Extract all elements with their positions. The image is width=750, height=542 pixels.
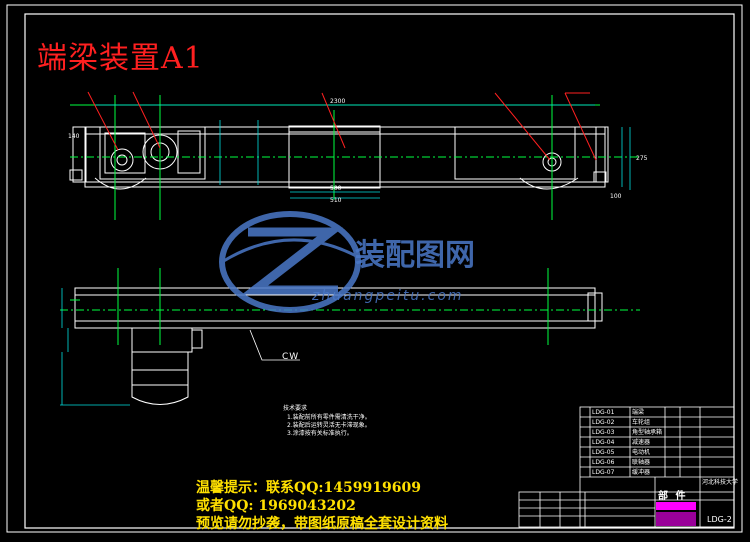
svg-text:LDG-01: LDG-01 <box>592 409 615 416</box>
svg-text:LDG-07: LDG-07 <box>592 469 615 476</box>
svg-text:LDG-04: LDG-04 <box>592 439 615 446</box>
watermark-en: zhuangpeitu.com <box>312 288 464 304</box>
dim-left-height: 140 <box>68 133 80 140</box>
drawing-title: 端梁装置A1 <box>37 41 204 76</box>
notice-line-1: 温馨提示：联系QQ:1459919609 <box>196 480 421 496</box>
svg-text:3.涂漆按有关标准执行。: 3.涂漆按有关标准执行。 <box>287 429 353 437</box>
svg-text:LDG-03: LDG-03 <box>592 429 615 436</box>
drawing-number: LDG-2 <box>707 515 732 524</box>
notice-line-2: 或者QQ: 1969043202 <box>196 498 356 514</box>
dimension-texts-top: 2300 500 510 275 140 100 <box>68 98 648 204</box>
svg-text:缓冲器: 缓冲器 <box>632 468 650 476</box>
svg-text:LDG-06: LDG-06 <box>592 459 615 466</box>
centerlines-top <box>70 95 640 220</box>
watermark-cn: 装配图网 <box>355 238 475 273</box>
end-cap-left <box>72 126 87 183</box>
dimensions-top <box>95 104 631 199</box>
svg-text:角型轴承箱: 角型轴承箱 <box>632 428 662 436</box>
wheel-hub-left <box>110 148 134 172</box>
title-block-fill <box>656 502 696 526</box>
leaders <box>87 91 597 161</box>
title-block <box>518 406 735 528</box>
svg-text:1.装配前所有零件需清洗干净。: 1.装配前所有零件需清洗干净。 <box>287 413 371 421</box>
svg-text:联轴器: 联轴器 <box>632 458 650 466</box>
part-label: 部 件 <box>658 491 688 502</box>
title-block-texts: LDG-01 端梁 LDG-02 车轮组 LDG-03 角型轴承箱 LDG-04 减速器… <box>592 408 738 486</box>
dim-inner-width: 500 <box>330 185 342 192</box>
svg-text:端梁: 端梁 <box>632 408 644 416</box>
svg-text:LDG-05: LDG-05 <box>592 449 615 456</box>
dim-inner-width-2: 510 <box>330 197 342 204</box>
dim-total-length: 2300 <box>330 98 345 105</box>
dimensions-front <box>60 288 130 406</box>
svg-text:2.装配后运转灵活无卡滞现象。: 2.装配后运转灵活无卡滞现象。 <box>287 421 371 429</box>
outer-frame <box>6 4 743 533</box>
direction-label: CW <box>282 352 300 362</box>
cw-leader <box>249 329 300 361</box>
notice-line-3: 预览请勿抄袭，带图纸原稿全套设计资料 <box>196 516 448 532</box>
top-view <box>69 125 609 190</box>
centerlines-front <box>60 268 640 345</box>
dim-bottom: 100 <box>610 193 622 200</box>
svg-text:LDG-02: LDG-02 <box>592 419 615 426</box>
motor-reducer <box>131 327 193 353</box>
dim-height-right: 275 <box>636 155 648 162</box>
right-box <box>454 126 576 180</box>
svg-text:电动机: 电动机 <box>632 448 650 456</box>
school-name: 河北科技大学 <box>702 478 738 486</box>
tech-notes: 技术要求 1.装配前所有零件需清洗干净。 2.装配后运转灵活无卡滞现象。 3.涂… <box>283 404 371 437</box>
inner-frame <box>24 13 735 529</box>
svg-text:减速器: 减速器 <box>632 438 650 446</box>
watermark-logo <box>219 211 361 313</box>
drive-box <box>99 126 206 180</box>
front-view <box>74 287 603 405</box>
svg-text:车轮组: 车轮组 <box>632 418 650 426</box>
svg-text:技术要求: 技术要求 <box>283 404 307 412</box>
